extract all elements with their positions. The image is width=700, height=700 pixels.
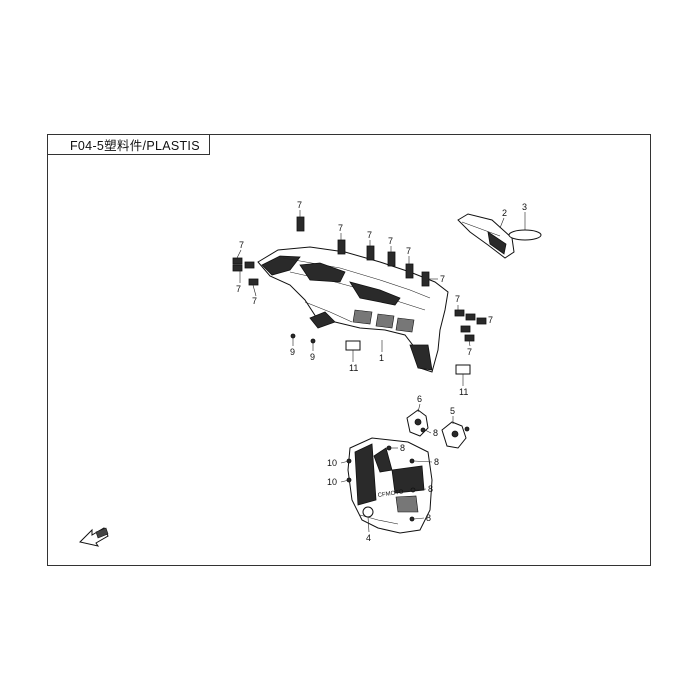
clip-fastener[interactable] [421,271,430,287]
callout-1: 1 [379,353,384,363]
callout-3: 3 [522,202,527,212]
callout-7: 7 [367,230,372,240]
callout-7: 7 [467,347,472,357]
part-5-knob[interactable] [441,421,467,449]
clip-fastener[interactable] [464,334,475,342]
clip-fastener[interactable] [296,216,305,232]
clip-fastener[interactable] [460,325,471,333]
page-title: F04-5塑料件/PLASTIS [47,134,210,155]
callout-11: 11 [459,387,468,397]
diagram-frame [47,134,651,566]
callout-10: 10 [327,477,337,487]
callout-8: 8 [433,428,438,438]
part-2-bracket[interactable] [457,213,515,259]
callout-7: 7 [297,200,302,210]
callout-7: 7 [388,236,393,246]
clip-fastener[interactable] [248,278,259,286]
callout-7: 7 [252,296,257,306]
part-1-frame-cover[interactable] [257,246,449,373]
view-direction-arrow-icon [79,527,109,547]
clip-fasteners-7[interactable] [232,216,487,342]
part-3-oval-cap[interactable] [508,229,542,241]
clip-fastener[interactable] [454,309,465,317]
callout-8: 8 [434,457,439,467]
callout-8: 8 [428,484,433,494]
pads-11[interactable] [345,340,471,375]
callout-9: 9 [290,347,295,357]
part-6-knob[interactable] [406,409,429,437]
callout-6: 6 [417,394,422,404]
callout-9: 9 [310,352,315,362]
screws-9[interactable] [290,333,316,344]
callout-5: 5 [450,406,455,416]
clip-fastener[interactable] [244,261,255,269]
callout-7: 7 [406,246,411,256]
callout-7: 7 [239,240,244,250]
callout-7: 7 [440,274,445,284]
callout-7: 7 [338,223,343,233]
leader-lines [236,210,526,533]
brand-decal-text: CFMOTO [377,489,404,499]
clip-fastener[interactable] [337,239,346,255]
callout-labels: 7 7 7 7 7 7 7 7 7 7 7 7 9 9 11 11 1 2 3 … [236,200,527,543]
clip-fastener[interactable] [232,257,243,265]
clip-fastener[interactable] [366,245,375,261]
callout-7: 7 [488,315,493,325]
callout-7: 7 [455,294,460,304]
page-title-text: F04-5塑料件/PLASTIS [70,139,200,153]
clip-fastener[interactable] [465,313,476,321]
screws-10[interactable] [346,458,352,483]
clip-fastener[interactable] [405,263,414,279]
callout-11: 11 [349,363,358,373]
callout-4: 4 [366,533,371,543]
clip-fastener[interactable] [476,317,487,325]
callout-2: 2 [502,208,507,218]
callout-8: 8 [426,513,431,523]
clip-fastener[interactable] [232,264,243,272]
callout-10: 10 [327,458,337,468]
clip-fastener[interactable] [387,251,396,267]
callout-8: 8 [400,443,405,453]
callout-7: 7 [236,284,241,294]
